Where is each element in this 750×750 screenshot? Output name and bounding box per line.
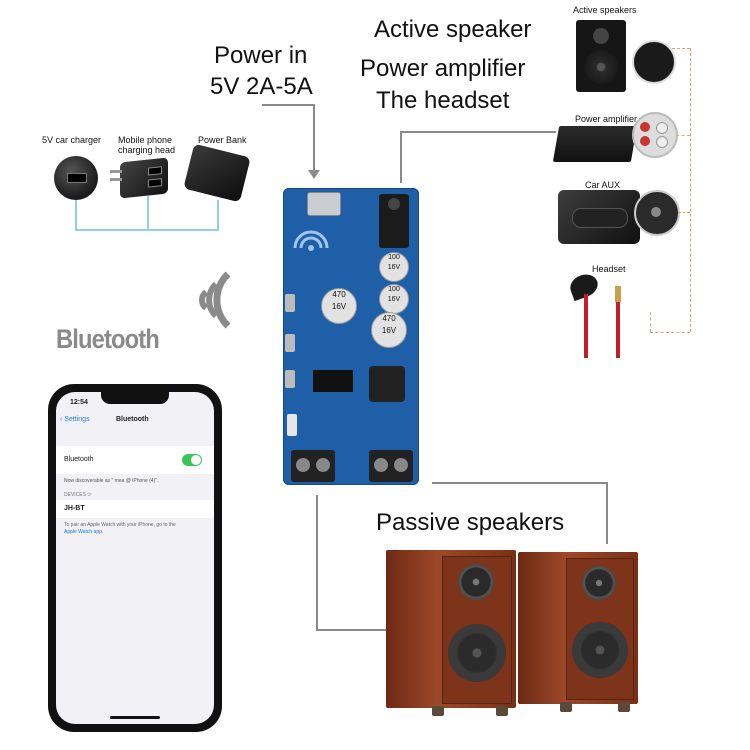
- output-connector-v: [400, 131, 402, 183]
- board-button[interactable]: [285, 334, 295, 352]
- output-connector-h: [400, 131, 556, 133]
- headset-cable: [616, 288, 620, 358]
- iphone: 12:54 ‹ Settings Bluetooth Bluetooth Now…: [48, 384, 222, 732]
- board-button[interactable]: [285, 294, 295, 312]
- inductor: [369, 366, 405, 402]
- passive-speaker-left: [386, 550, 516, 708]
- headset-plug-icon: [615, 286, 621, 302]
- speaker-terminal-right: [369, 450, 413, 482]
- bluetooth-signal-icon: [199, 271, 231, 329]
- active-speaker-detail: [632, 40, 676, 84]
- active-speaker-label: Active speaker: [374, 16, 532, 43]
- home-indicator: [110, 716, 160, 719]
- screen-title: Bluetooth: [116, 416, 149, 423]
- amplifier-chip: [313, 370, 353, 392]
- device-jh-bt[interactable]: JH-BT: [64, 505, 85, 512]
- power-in-label: Power in: [214, 42, 308, 69]
- discoverable-text: Now discoverable as " mea @ iPhone (4)".: [64, 478, 159, 484]
- headset-label: The headset: [376, 87, 510, 114]
- usb-port: [307, 192, 341, 216]
- car-aux-detail: [634, 190, 680, 236]
- power-amplifier-image: [552, 126, 638, 162]
- power-bank-label: Power Bank: [198, 135, 247, 145]
- power-in-arrow-icon: [308, 170, 320, 179]
- active-speakers-label: Active speakers: [573, 5, 637, 15]
- bluetooth-label: Bluetooth: [56, 324, 160, 354]
- passive-speakers-label: Passive speakers: [376, 509, 565, 536]
- charging-head-icon: [120, 157, 168, 199]
- board-switch[interactable]: [287, 414, 297, 436]
- power-spec-label: 5V 2A-5A: [210, 73, 313, 100]
- audio-jack: [379, 194, 409, 248]
- car-aux-image: [558, 190, 640, 244]
- apple-watch-link[interactable]: Apple Watch app.: [64, 529, 104, 535]
- bluetooth-row-label: Bluetooth: [64, 456, 94, 463]
- power-in-connector-h: [262, 104, 314, 106]
- car-aux-label: Car AUX: [585, 180, 621, 190]
- car-charger-label: 5V car charger: [42, 135, 102, 145]
- bluetooth-module-icon: [289, 218, 333, 262]
- devices-header: DEVICES ⟳: [64, 492, 92, 498]
- power-in-connector-v: [313, 104, 315, 174]
- speaker-terminal-left: [291, 450, 335, 482]
- car-charger-icon: [54, 156, 98, 200]
- charging-head-label: Mobile phone charging head: [118, 135, 176, 156]
- passive-speaker-right: [518, 552, 638, 704]
- board-button[interactable]: [285, 370, 295, 388]
- bluetooth-toggle[interactable]: [182, 454, 202, 466]
- status-time: 12:54: [70, 399, 88, 406]
- headset-output-label: Headset: [592, 264, 626, 274]
- phone-screen: 12:54 ‹ Settings Bluetooth Bluetooth Now…: [56, 392, 214, 724]
- power-amplifier-label: Power amplifier: [360, 55, 526, 82]
- footer-text: To pair an Apple Watch with your iPhone,…: [64, 522, 176, 528]
- active-speaker-image: [576, 20, 626, 92]
- back-button[interactable]: ‹ Settings: [60, 416, 90, 423]
- power-amplifier-output-label: Power amplifier: [575, 114, 638, 124]
- power-amplifier-detail: [632, 112, 678, 158]
- power-bank-icon: [183, 143, 251, 203]
